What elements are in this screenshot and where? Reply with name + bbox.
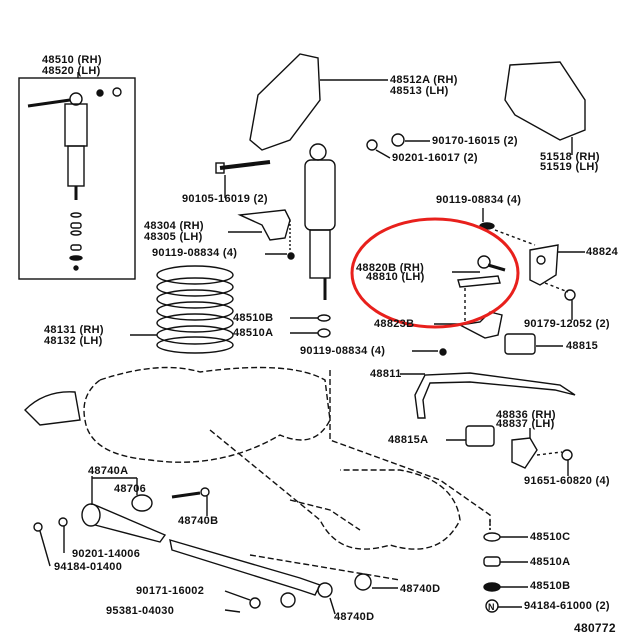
part-label-94184-61000[interactable]: 94184-61000 (2)	[524, 600, 610, 612]
shock-inset-box	[18, 77, 136, 280]
part-label-90179-12052[interactable]: 90179-12052 (2)	[524, 318, 610, 330]
part-label-48513[interactable]: 48513 (LH)	[390, 85, 449, 97]
part-label-95381-04030[interactable]: 95381-04030	[106, 605, 175, 617]
part-label-90119-08834-mid[interactable]: 90119-08834 (4)	[300, 345, 386, 357]
part-label-48837[interactable]: 48837 (LH)	[496, 418, 555, 430]
part-label-90201-14006[interactable]: 90201-14006	[72, 548, 141, 560]
upper-bracket-drawing	[249, 53, 321, 151]
shock-absorber-inset	[27, 87, 122, 271]
part-label-91651-60820[interactable]: 91651-60820 (4)	[524, 475, 610, 487]
part-label-48823b[interactable]: 48823B	[374, 318, 415, 330]
axle-housing-outline	[83, 366, 491, 581]
diagram-reference-number: 480772	[574, 621, 616, 635]
coil-spring	[156, 265, 234, 354]
part-label-48510b-bottom[interactable]: 48510B	[530, 580, 571, 592]
part-label-48740a[interactable]: 48740A	[88, 465, 129, 477]
shock-absorber	[304, 143, 336, 300]
part-label-48131[interactable]: 48131 (RH)	[44, 324, 104, 336]
svg-text:N: N	[488, 602, 495, 612]
stabilizer-bar-drawing	[414, 372, 576, 419]
part-label-48132[interactable]: 48132 (LH)	[44, 335, 103, 347]
part-label-90119-08834-top[interactable]: 90119-08834 (4)	[436, 194, 522, 206]
part-label-51518[interactable]: 51518 (RH)	[540, 151, 600, 163]
part-label-48740b[interactable]: 48740B	[178, 515, 219, 527]
part-label-48824[interactable]: 48824	[586, 246, 619, 258]
bumper-bracket-drawing	[504, 61, 586, 141]
part-label-90119-08834-left[interactable]: 90119-08834 (4)	[152, 247, 238, 259]
part-label-48706[interactable]: 48706	[114, 483, 147, 495]
part-label-48836[interactable]: 48836 (RH)	[496, 409, 556, 421]
part-label-90171-16002[interactable]: 90171-16002	[136, 585, 205, 597]
part-label-48305[interactable]: 48305 (LH)	[144, 231, 203, 243]
part-label-48510a-bottom[interactable]: 48510A	[530, 556, 571, 568]
part-label-94184-01400[interactable]: 94184-01400	[54, 561, 123, 573]
part-label-90201-16017[interactable]: 90201-16017 (2)	[392, 152, 478, 164]
part-label-51519[interactable]: 51519 (LH)	[540, 161, 599, 173]
part-label-48304[interactable]: 48304 (RH)	[144, 220, 204, 232]
part-label-48811[interactable]: 48811	[370, 368, 402, 380]
part-label-48740d-upper[interactable]: 48740D	[400, 583, 441, 595]
part-label-90105-16019[interactable]: 90105-16019 (2)	[182, 193, 268, 205]
part-label-48512a[interactable]: 48512A (RH)	[390, 74, 458, 86]
part-label-48510c[interactable]: 48510C	[530, 531, 571, 543]
part-label-48520[interactable]: 48520 (LH)	[42, 65, 101, 77]
part-label-48815a[interactable]: 48815A	[388, 434, 429, 446]
part-label-48810[interactable]: 48810 (LH)	[366, 271, 425, 283]
lower-control-arm	[81, 503, 321, 596]
part-label-48815[interactable]: 48815	[566, 340, 599, 352]
part-label-48820b[interactable]: 48820B (RH)	[356, 262, 425, 274]
part-label-48510b-top[interactable]: 48510B	[233, 312, 274, 324]
highlight-circle	[350, 217, 520, 329]
part-label-90170-16015[interactable]: 90170-16015 (2)	[432, 135, 518, 147]
part-label-48740d-lower[interactable]: 48740D	[334, 611, 375, 623]
part-label-48510[interactable]: 48510 (RH)	[42, 54, 102, 66]
part-label-48510a-top[interactable]: 48510A	[233, 327, 274, 339]
